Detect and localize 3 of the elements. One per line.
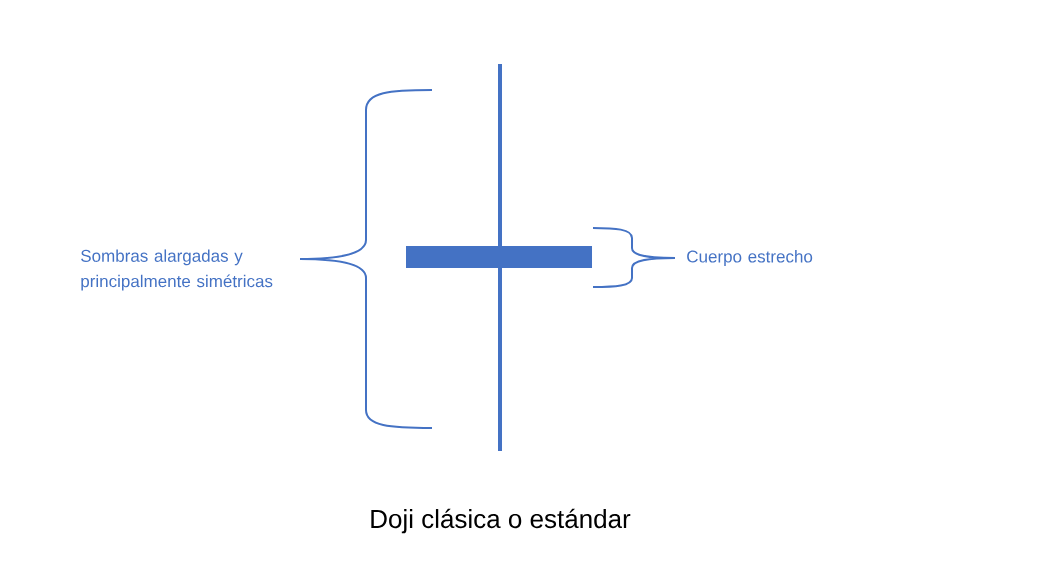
- annotation-text: Cuerpo estrecho: [687, 250, 813, 266]
- annotation-text: Sombras alargadas y principalmente simétricas: [81, 249, 273, 291]
- caption: Doji clásica o estándar: [371, 508, 631, 534]
